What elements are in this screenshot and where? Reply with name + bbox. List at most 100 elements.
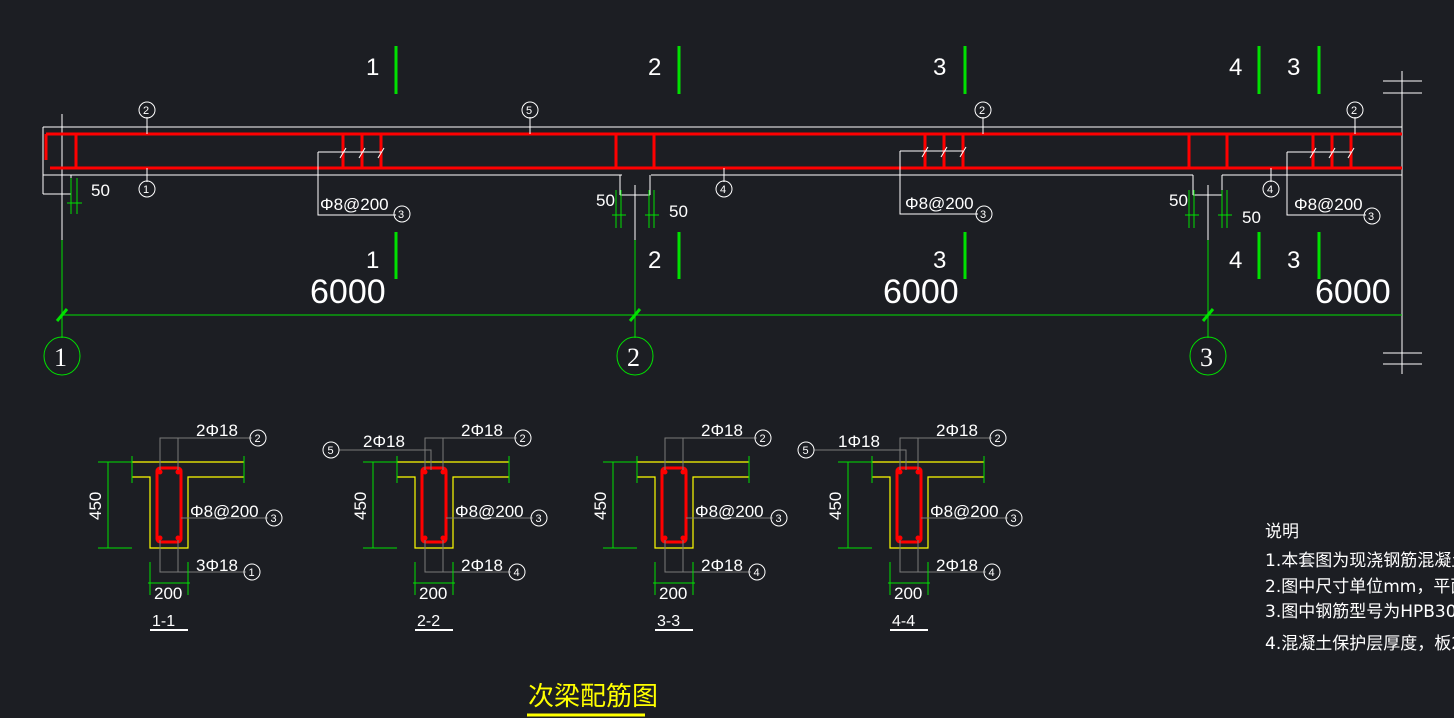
bar-mark-circle [1262,180,1280,198]
bar-mark-number: 4 [514,567,520,579]
section-cut-label: 3 [1287,54,1300,81]
bottom-bars-label: 2Φ18 [461,556,503,575]
bottom-rebar-dot [175,535,181,541]
bar-mark-number: 4 [1267,184,1273,196]
bar-mark-number: 3 [776,513,782,525]
cover-dim-label: 50 [596,191,615,210]
top-rebar-dot [915,469,921,475]
note-item: 1.本套图为现浇钢筋混凝土单向 [1265,551,1454,571]
stirrup-spec-label: Φ8@200 [1294,195,1363,214]
section-cuts-top: 1 2 3 4 3 [366,46,1321,94]
axis-label: 1 [54,343,67,372]
bar-mark-number: 2 [995,433,1001,445]
extra-bar-leader [339,449,432,470]
section-cut-label: 4 [1229,247,1242,274]
bottom-rebar-dot [440,535,446,541]
bar-mark-number: 2 [979,105,985,117]
stirrup-leaders [317,146,1366,216]
bar-mark-number: 5 [328,445,334,457]
bar-mark-circle [393,205,411,223]
bar-mark-bubbles: 2 1 5 4 2 4 2 3 3 3 [138,101,1381,225]
section-cut-label: 2 [648,247,661,274]
rebar-elevation [44,132,1402,170]
bar-mark-circle [1005,509,1023,527]
bottom-bar-leader [899,540,986,573]
stirrup-spec-label: Φ8@200 [905,194,974,213]
top-rebar-dot [175,469,181,475]
width-dim-label: 200 [154,584,182,603]
web-outline [397,476,509,549]
note-item: 2.图中尺寸单位mm，平面尺寸 [1265,577,1454,597]
extra-bars-label: 1Φ18 [838,432,880,451]
height-dim-label: 450 [351,492,370,520]
bar-mark-number: 5 [803,445,809,457]
bar-mark-circle [770,509,788,527]
drawing-title: 次梁配筋图 [528,682,658,712]
bar-mark-circle [797,441,815,459]
bottom-bar-leader [664,540,751,573]
section-caption: 1-1 [152,613,175,630]
stirrup-label: Φ8@200 [455,502,524,521]
bar-mark-circle [715,180,733,198]
stirrup-label: Φ8@200 [695,502,764,521]
beam-outline [42,114,1402,300]
top-bars-label: 2Φ18 [196,421,238,440]
bar-mark-number: 4 [989,567,995,579]
bar-mark-number: 4 [754,567,760,579]
stirrup-label: Φ8@200 [190,502,259,521]
extra-bar-leader [814,449,907,470]
cover-dim-label: 50 [669,202,688,221]
axis-label: 3 [1200,343,1213,372]
bar-mark-number: 2 [520,433,526,445]
extra-bars-label: 2Φ18 [363,432,405,451]
section-caption: 4-4 [892,613,915,630]
top-bar-leader [424,437,517,470]
bar-mark-circle [754,429,772,447]
section-cut-label: 4 [1229,54,1242,81]
axis-bubble-1: 1 [43,336,81,376]
section-cut-label: 2 [648,54,661,81]
top-bars-label: 2Φ18 [701,421,743,440]
bar-mark-number: 1 [249,567,255,579]
web-outline [132,476,244,549]
web-outline [872,476,984,549]
bar-mark-circle [1346,101,1364,119]
bottom-bars-label: 3Φ18 [196,556,238,575]
span-dim-label: 6000 [1315,273,1391,311]
bar-mark-circle [322,441,340,459]
bar-mark-circle [748,563,766,581]
bar-mark-circle [989,429,1007,447]
bar-mark-number: 3 [271,513,277,525]
section-cut-label: 3 [933,54,946,81]
bar-mark-number: 2 [255,433,261,445]
bottom-rebar-dot [915,535,921,541]
bar-mark-number: 3 [536,513,542,525]
bottom-rebar-dot [662,535,668,541]
stirrup-rebar [420,466,448,544]
bar-mark-circle [530,509,548,527]
web-outline [637,476,749,549]
bar-mark-number: 5 [526,105,532,117]
bar-mark-circle [249,429,267,447]
bar-mark-number: 3 [1011,513,1017,525]
bar-mark-number: 2 [143,105,149,117]
bar-mark-number: 3 [398,209,404,221]
cover-dim-label: 50 [1169,191,1188,210]
bar-mark-number: 2 [1351,105,1357,117]
bottom-bars-label: 2Φ18 [701,556,743,575]
bottom-rebar-dot [897,535,903,541]
cover-dimensions [67,178,1232,228]
span-dimension-line [55,240,1402,338]
top-bars-label: 2Φ18 [936,421,978,440]
top-rebar-dot [897,469,903,475]
top-rebar-dot [680,469,686,475]
bar-mark-circle [521,101,539,119]
bar-mark-number: 3 [980,209,986,221]
bottom-rebar-dot [157,535,163,541]
bottom-bar-leader [424,540,511,573]
